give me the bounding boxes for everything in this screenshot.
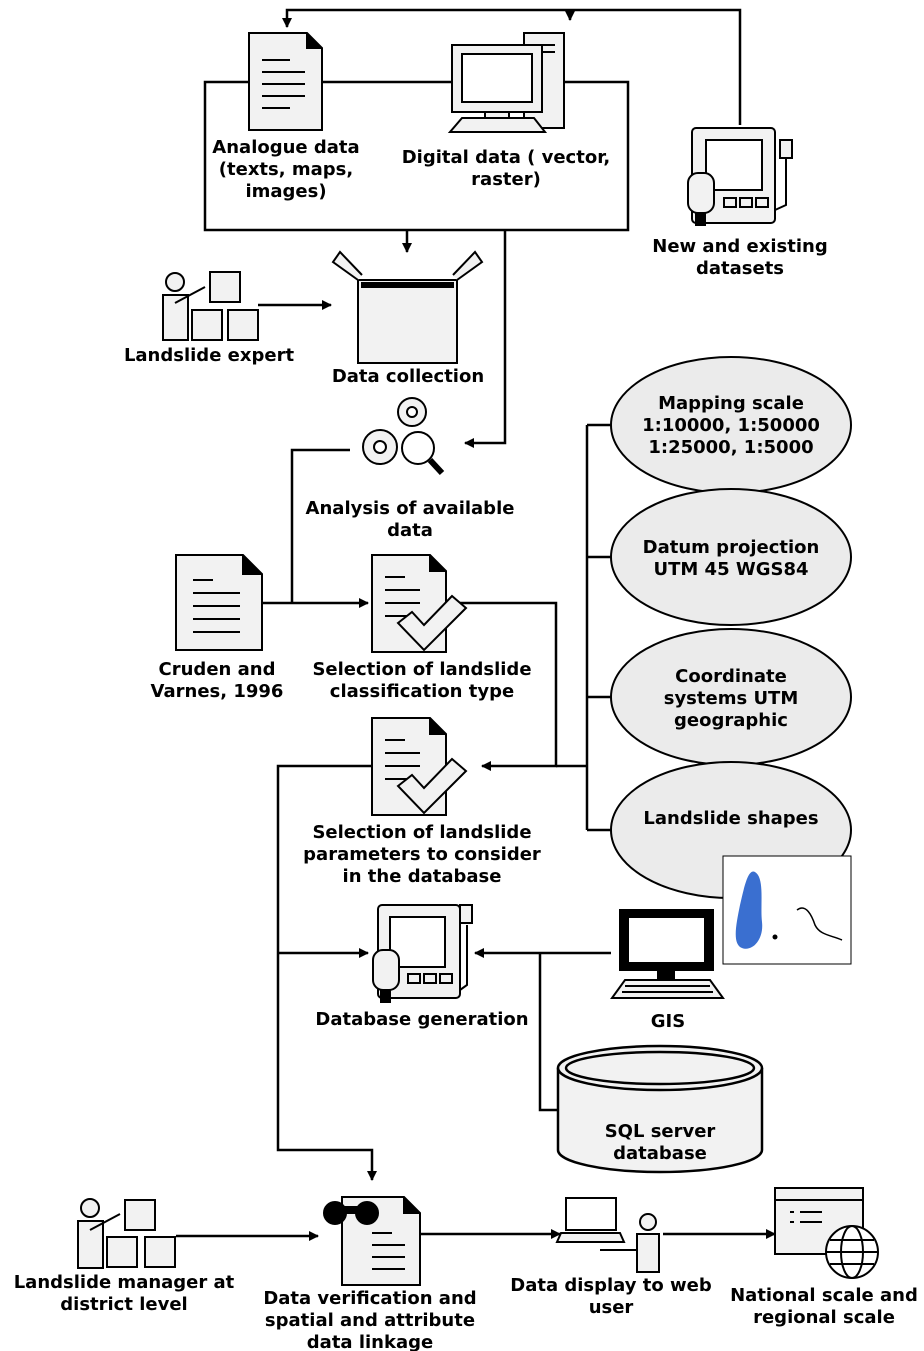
collection-box-icon bbox=[331, 250, 484, 364]
frame-to-analysis-arrow bbox=[464, 230, 507, 448]
cruden-varnes-label: Cruden and Varnes, 1996 bbox=[150, 659, 284, 702]
datum-projection-label: Datum projection UTM 45 WGS84 bbox=[642, 537, 820, 580]
verification-document-icon bbox=[323, 1196, 421, 1286]
analysis-label: Analysis of available data bbox=[305, 498, 515, 541]
selection-params-label: Selection of landslide parameters to con… bbox=[303, 822, 541, 887]
verification-label: Data verification and spatial and attrib… bbox=[263, 1288, 477, 1351]
sql-server-label: SQL server database bbox=[604, 1121, 716, 1164]
analogue-data-label: Analogue data (texts, maps, images) bbox=[212, 137, 360, 202]
manager-person-icon bbox=[77, 1198, 176, 1269]
national-regional-label: National scale and regional scale bbox=[730, 1285, 918, 1328]
data-collection-label: Data collection bbox=[331, 366, 485, 387]
checklist-document-icon bbox=[371, 554, 468, 653]
checklist-params-icon bbox=[371, 717, 468, 816]
landslide-shape-map-icon bbox=[722, 855, 852, 965]
gis-label: GIS bbox=[650, 1011, 686, 1032]
classification-to-params-line bbox=[452, 601, 558, 771]
analysis-to-selection-line bbox=[290, 448, 350, 603]
cruden-document-icon bbox=[175, 554, 263, 651]
computer-icon bbox=[447, 32, 565, 133]
sql-to-database-line bbox=[538, 953, 558, 1112]
mapping-scale-label: Mapping scale 1:10000, 1:50000 1:25000, … bbox=[642, 393, 820, 458]
selection-type-label: Selection of landslide classification ty… bbox=[312, 659, 532, 702]
globe-webpage-icon bbox=[774, 1187, 879, 1279]
expert-person-icon bbox=[162, 271, 259, 341]
sql-database-cylinder-icon bbox=[556, 1044, 764, 1174]
database-generation-label: Database generation bbox=[315, 1009, 529, 1030]
landslide-shapes-label: Landslide shapes bbox=[643, 808, 819, 829]
top-feedback-line bbox=[282, 8, 742, 125]
coordinate-systems-label: Coordinate systems UTM geographic bbox=[663, 666, 799, 731]
data-sources-frame bbox=[203, 80, 630, 232]
gears-icon bbox=[362, 397, 445, 476]
digital-data-label: Digital data ( vector, raster) bbox=[401, 147, 611, 190]
new-existing-datasets-label: New and existing datasets bbox=[652, 236, 828, 279]
document-icon bbox=[248, 32, 323, 131]
landslide-manager-label: Landslide manager at district level bbox=[13, 1272, 235, 1315]
datasets-device-icon bbox=[687, 127, 793, 226]
landslide-expert-label: Landslide expert bbox=[123, 345, 295, 366]
database-device-icon bbox=[372, 904, 473, 1003]
web-user-icon bbox=[555, 1197, 660, 1273]
gis-computer-icon bbox=[610, 909, 725, 999]
connectors bbox=[176, 8, 776, 1241]
web-display-label: Data display to web user bbox=[510, 1275, 712, 1318]
params-to-trunk-line bbox=[276, 764, 377, 1181]
